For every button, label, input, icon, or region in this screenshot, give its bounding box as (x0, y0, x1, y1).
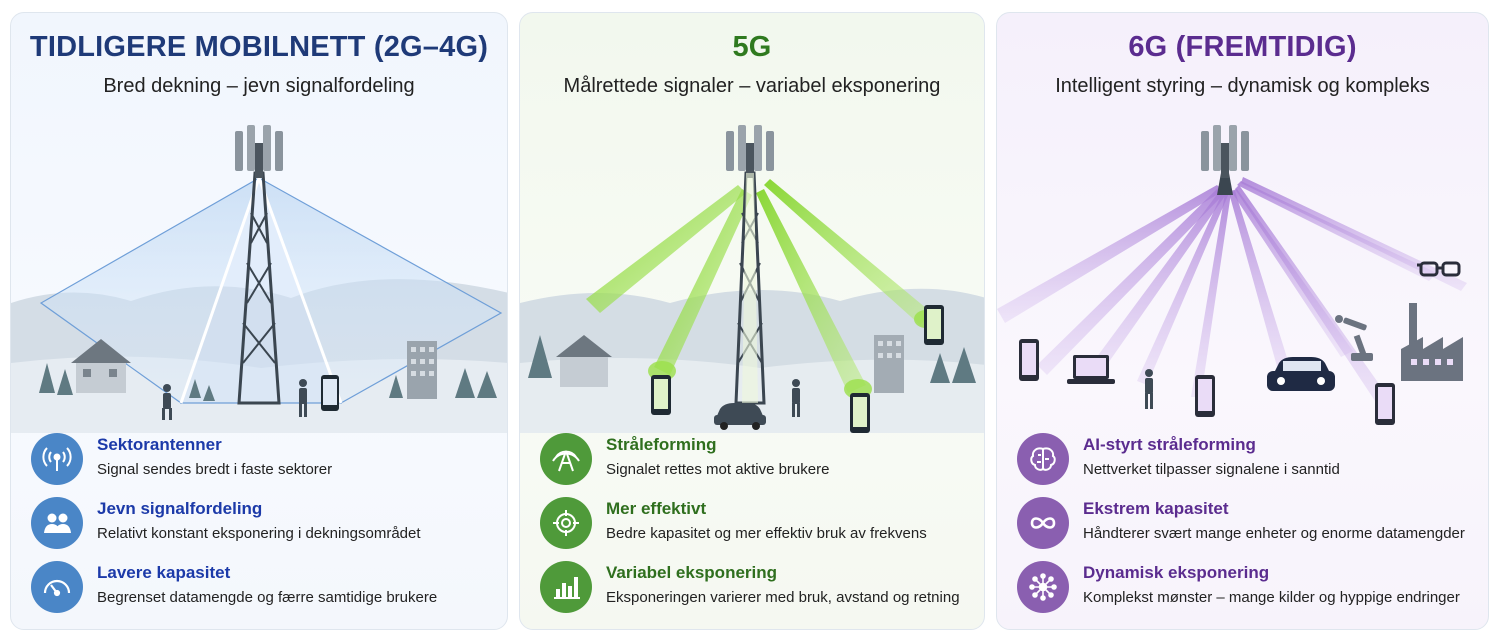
legacy-network-illustration (11, 125, 507, 433)
target-icon (540, 497, 592, 549)
house (556, 335, 612, 387)
panel-title: TIDLIGERE MOBILNETT (2G–4G) (29, 31, 489, 63)
broadcast-antenna-icon (31, 433, 83, 485)
feature-text: Relativt konstant eksponering i deknings… (97, 525, 421, 542)
house (71, 339, 131, 393)
panel-6g: 6G (FREMTIDIG) Intelligent styring – dyn… (996, 12, 1489, 630)
trees (528, 335, 976, 383)
beam-antenna-icon (540, 433, 592, 485)
feature-lower-capacity: Lavere kapasitet Begrenset datamengde og… (31, 561, 491, 617)
feature-ai-beamforming: AI-styrt stråleforming Nettverket tilpas… (1017, 433, 1477, 489)
cell-tower (1201, 125, 1249, 195)
feature-heading: Stråleforming (606, 435, 717, 454)
feature-text: Håndterer svært mange enheter og enorme … (1083, 525, 1465, 542)
bar-chart-icon (540, 561, 592, 613)
panel-subtitle: Intelligent styring – dynamisk og komple… (1055, 75, 1430, 97)
trees (39, 363, 497, 401)
feature-text: Signal sendes bredt i faste sektorer (97, 461, 333, 478)
panel-subtitle: Målrettede signaler – variabel eksponeri… (563, 75, 941, 97)
feature-heading: Dynamisk eksponering (1083, 563, 1270, 582)
infinity-icon (1017, 497, 1069, 549)
brain-icon (1017, 433, 1069, 485)
network-hub-icon (1017, 561, 1069, 613)
users-icon (31, 497, 83, 549)
feature-even-distribution: Jevn signalfordeling Relativt konstant e… (31, 497, 491, 553)
feature-heading: Variabel eksponering (606, 563, 778, 582)
feature-heading: Lavere kapasitet (97, 563, 231, 582)
phone-icons (651, 305, 944, 433)
phone-icon (321, 375, 339, 411)
panel-5g: 5G Målrettede signaler – variabel ekspon… (519, 12, 985, 630)
cell-tower (235, 125, 283, 405)
feature-text: Eksponeringen varierer med bruk, avstand… (606, 589, 960, 606)
panel-title: 5G (732, 31, 772, 63)
feature-dynamic-exposure: Dynamisk eksponering Komplekst mønster –… (1017, 561, 1477, 617)
robot-arm-icon (1335, 315, 1373, 361)
5g-network-illustration (520, 125, 984, 433)
phone-icons (1019, 339, 1395, 425)
feature-heading: Mer effektivt (606, 499, 707, 518)
panel-subtitle: Bred dekning – jevn signalfordeling (103, 75, 415, 97)
people (162, 379, 307, 420)
feature-more-efficient: Mer effektivt Bedre kapasitet og mer eff… (540, 497, 984, 553)
feature-variable-exposure: Variabel eksponering Eksponeringen varie… (540, 561, 984, 617)
person (1145, 369, 1153, 409)
feature-text: Signalet rettes mot aktive brukere (606, 461, 830, 478)
car-icon (1267, 357, 1335, 391)
feature-extreme-capacity: Ekstrem kapasitet Håndterer svært mange … (1017, 497, 1477, 553)
feature-sector-antennas: Sektorantenner Signal sendes bredt i fas… (31, 433, 491, 489)
feature-text: Komplekst mønster – mange kilder og hypp… (1083, 589, 1460, 606)
feature-text: Nettverket tilpasser signalene i sanntid (1083, 461, 1340, 478)
feature-text: Begrenset datamengde og færre samtidige … (97, 589, 438, 606)
feature-heading: Sektorantenner (97, 435, 222, 454)
smart-glasses-icon (1417, 261, 1461, 277)
apartment-building (407, 341, 437, 399)
laptop-icon (1067, 355, 1115, 384)
car-icon (714, 403, 766, 430)
gauge-icon (31, 561, 83, 613)
feature-heading: Ekstrem kapasitet (1083, 499, 1229, 518)
feature-heading: AI-styrt stråleforming (1083, 435, 1256, 454)
feature-heading: Jevn signalfordeling (97, 499, 263, 518)
6g-beams (997, 177, 1467, 407)
factory-icon (1401, 303, 1463, 381)
apartment-building (874, 335, 904, 393)
feature-text: Bedre kapasitet og mer effektiv bruk av … (606, 525, 927, 542)
person (792, 379, 800, 417)
5g-beams (586, 179, 932, 393)
panel-legacy-network: TIDLIGERE MOBILNETT (2G–4G) Bred dekning… (10, 12, 508, 630)
feature-beamforming: Stråleforming Signalet rettes mot aktive… (540, 433, 984, 489)
6g-network-illustration (997, 125, 1467, 425)
cell-tower (726, 125, 774, 405)
panel-title: 6G (FREMTIDIG) (1128, 31, 1357, 63)
